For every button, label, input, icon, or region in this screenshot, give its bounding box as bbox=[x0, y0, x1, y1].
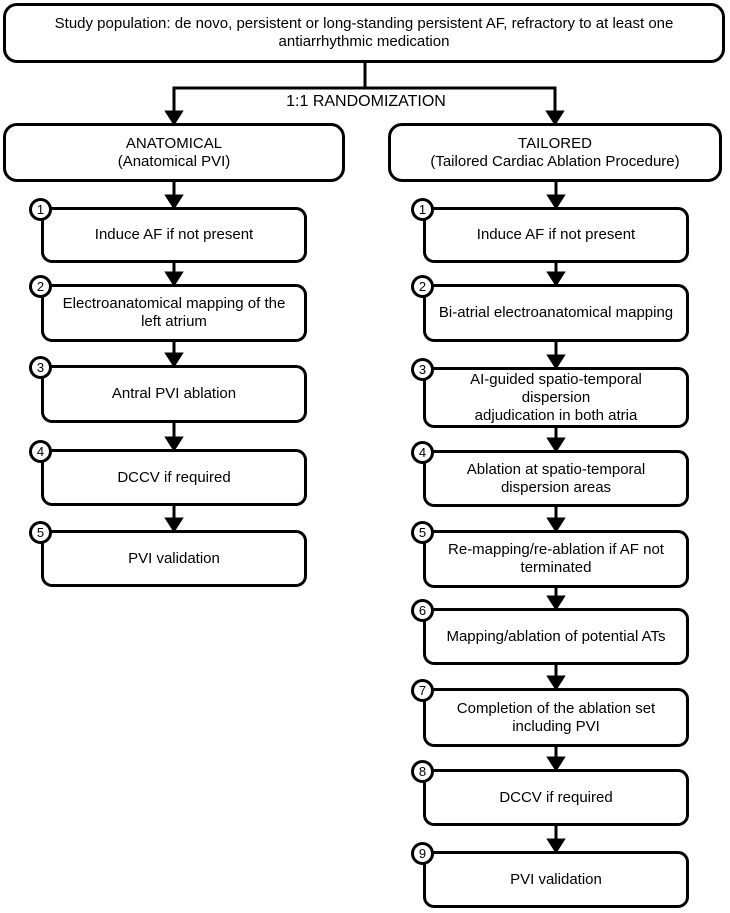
step-box-anatomical-2: 2 Electroanatomical mapping of the left … bbox=[29, 275, 307, 342]
step-number-badge: 3 bbox=[29, 356, 52, 379]
step-label: Induce AF if not present bbox=[94, 226, 254, 243]
step-box-tailored-8: 8 DCCV if required bbox=[411, 760, 689, 826]
arrow-down-icon bbox=[545, 110, 565, 126]
step-box-tailored-2: 2 Bi-atrial electroanatomical mapping bbox=[411, 275, 689, 342]
step-label: AI-guided spatio-temporal dispersion adj… bbox=[470, 370, 642, 424]
step-box-anatomical-4: 4 DCCV if required bbox=[29, 440, 307, 506]
step-number-badge: 4 bbox=[411, 441, 434, 464]
step-number-badge: 4 bbox=[29, 440, 52, 463]
step-label: Completion of the ablation set including… bbox=[456, 699, 656, 735]
arrow-down-icon bbox=[546, 675, 566, 691]
arrow-down-icon bbox=[546, 271, 566, 287]
randomization-label: 1:1 RANDOMIZATION bbox=[286, 93, 446, 110]
step-box-tailored-5: 5 Re-mapping/re-ablation if AF not termi… bbox=[411, 521, 689, 588]
step-number-badge: 6 bbox=[411, 599, 434, 622]
step-box-tailored-1: 1 Induce AF if not present bbox=[411, 198, 689, 263]
step-label: DCCV if required bbox=[117, 468, 231, 486]
step-label: Induce AF if not present bbox=[476, 226, 636, 243]
arrow-down-icon bbox=[546, 517, 566, 533]
arrow-down-icon bbox=[546, 354, 566, 370]
step-number-badge: 8 bbox=[411, 760, 434, 783]
step-label: Re-mapping/re-ablation if AF not termina… bbox=[448, 541, 664, 576]
column-header-anatomical: ANATOMICAL (Anatomical PVI) bbox=[3, 123, 345, 182]
arrow-down-icon bbox=[164, 517, 184, 533]
study-population-box: Study population: de novo, persistent or… bbox=[3, 3, 725, 63]
step-label: Bi-atrial electroanatomical mapping bbox=[438, 304, 674, 321]
arrow-down-icon bbox=[164, 110, 184, 126]
step-box-anatomical-5: 5 PVI validation bbox=[29, 521, 307, 587]
step-number-badge: 3 bbox=[411, 358, 434, 381]
step-label: Antral PVI ablation bbox=[111, 385, 237, 402]
arrow-down-icon bbox=[546, 194, 566, 210]
step-box-tailored-4: 4 Ablation at spatio-temporal dispersion… bbox=[411, 441, 689, 507]
column-header-tailored: TAILORED (Tailored Cardiac Ablation Proc… bbox=[388, 123, 722, 182]
step-number-badge: 9 bbox=[411, 842, 434, 865]
arrow-down-icon bbox=[546, 756, 566, 772]
study-population-text: Study population: de novo, persistent or… bbox=[54, 15, 674, 50]
step-number-badge: 5 bbox=[411, 521, 434, 544]
step-box-tailored-9: 9 PVI validation bbox=[411, 842, 689, 908]
step-box-tailored-3: 3 AI-guided spatio-temporal dispersion a… bbox=[411, 358, 689, 428]
step-number-badge: 7 bbox=[411, 679, 434, 702]
arrow-down-icon bbox=[546, 595, 566, 611]
arrow-down-icon bbox=[546, 838, 566, 854]
step-label: PVI validation bbox=[128, 549, 220, 567]
step-number-badge: 1 bbox=[411, 198, 434, 221]
arrow-down-icon bbox=[164, 352, 184, 368]
column-header-anatomical-text: ANATOMICAL (Anatomical PVI) bbox=[117, 134, 231, 170]
arrow-down-icon bbox=[164, 194, 184, 210]
step-label: PVI validation bbox=[510, 870, 602, 888]
step-box-anatomical-3: 3 Antral PVI ablation bbox=[29, 356, 307, 423]
step-number-badge: 2 bbox=[411, 275, 434, 298]
step-number-badge: 5 bbox=[29, 521, 52, 544]
step-label: Mapping/ablation of potential ATs bbox=[446, 627, 666, 645]
arrow-down-icon bbox=[546, 437, 566, 453]
step-number-badge: 1 bbox=[29, 198, 52, 221]
step-label: Electroanatomical mapping of the left at… bbox=[62, 295, 286, 330]
step-box-anatomical-1: 1 Induce AF if not present bbox=[29, 198, 307, 263]
step-label: DCCV if required bbox=[499, 788, 613, 806]
arrow-down-icon bbox=[164, 271, 184, 287]
column-header-tailored-text: TAILORED (Tailored Cardiac Ablation Proc… bbox=[430, 134, 680, 170]
step-box-tailored-7: 7 Completion of the ablation set includi… bbox=[411, 679, 689, 747]
step-box-tailored-6: 6 Mapping/ablation of potential ATs bbox=[411, 599, 689, 665]
step-label: Ablation at spatio-temporal dispersion a… bbox=[466, 460, 646, 496]
step-number-badge: 2 bbox=[29, 275, 52, 298]
arrow-down-icon bbox=[164, 436, 184, 452]
